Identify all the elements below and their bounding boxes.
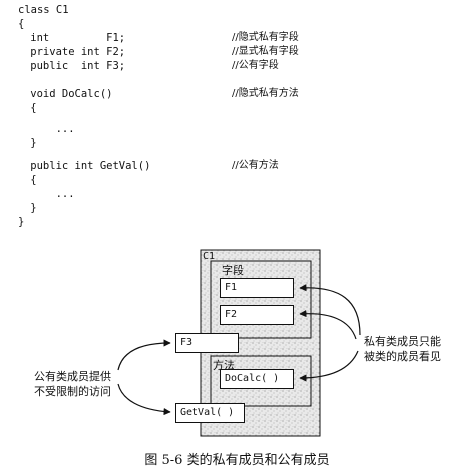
private-arrow-to-f1 bbox=[299, 284, 361, 336]
private-note-line2: 被类的成员看见 bbox=[364, 350, 441, 363]
methods-label: 方法 bbox=[213, 359, 235, 372]
code-line-close-brace: } bbox=[18, 216, 25, 228]
comment-f3: //公有字段 bbox=[232, 60, 279, 71]
member-docalc: DoCalc( ) bbox=[220, 369, 294, 389]
code-line-docalc-close: } bbox=[5, 137, 37, 149]
class-name-label: C1 bbox=[203, 251, 216, 262]
public-arrow-to-f3 bbox=[117, 339, 171, 371]
private-arrow-to-docalc bbox=[299, 350, 359, 382]
code-line-f3: public int F3; bbox=[5, 60, 126, 72]
code-line-getval: public int GetVal() bbox=[5, 160, 151, 172]
member-f3: F3 bbox=[175, 333, 239, 353]
code-line-f1: int F1; bbox=[5, 32, 126, 44]
member-f2: F2 bbox=[220, 305, 294, 325]
public-arrow-to-getval bbox=[117, 383, 171, 416]
comment-f1: //隐式私有字段 bbox=[232, 32, 299, 43]
comment-getval: //公有方法 bbox=[232, 160, 279, 171]
public-note-line1: 公有类成员提供 bbox=[34, 370, 111, 383]
code-line-getval-open: { bbox=[5, 174, 37, 186]
comment-docalc: //隐式私有方法 bbox=[232, 88, 299, 99]
class-diagram: C1 字段 方法 F1 F2 F3 DoCalc( ) GetVal( ) 私有… bbox=[0, 240, 474, 440]
figure-caption: 图 5-6 类的私有成员和公有成员 bbox=[144, 453, 330, 468]
code-line-docalc-body: ... bbox=[5, 123, 75, 135]
code-line-f2: private int F2; bbox=[5, 46, 126, 58]
code-line-getval-body: ... bbox=[5, 188, 75, 200]
code-line-class: class C1 bbox=[18, 4, 69, 16]
fields-region bbox=[210, 260, 312, 339]
code-listing: class C1 { int F1; private int F2; publi… bbox=[5, 4, 299, 228]
private-arrow-to-f2 bbox=[299, 309, 357, 340]
code-line-open-brace: { bbox=[18, 18, 25, 30]
comment-f2: //显式私有字段 bbox=[232, 46, 299, 57]
code-line-docalc: void DoCalc() bbox=[5, 88, 113, 100]
member-f1: F1 bbox=[220, 278, 294, 298]
public-note-line2: 不受限制的访问 bbox=[34, 385, 111, 398]
private-note-line1: 私有类成员只能 bbox=[364, 335, 441, 348]
code-line-docalc-open: { bbox=[5, 102, 37, 114]
fields-label: 字段 bbox=[222, 264, 244, 277]
code-line-getval-close: } bbox=[5, 202, 37, 214]
member-getval: GetVal( ) bbox=[175, 403, 245, 423]
